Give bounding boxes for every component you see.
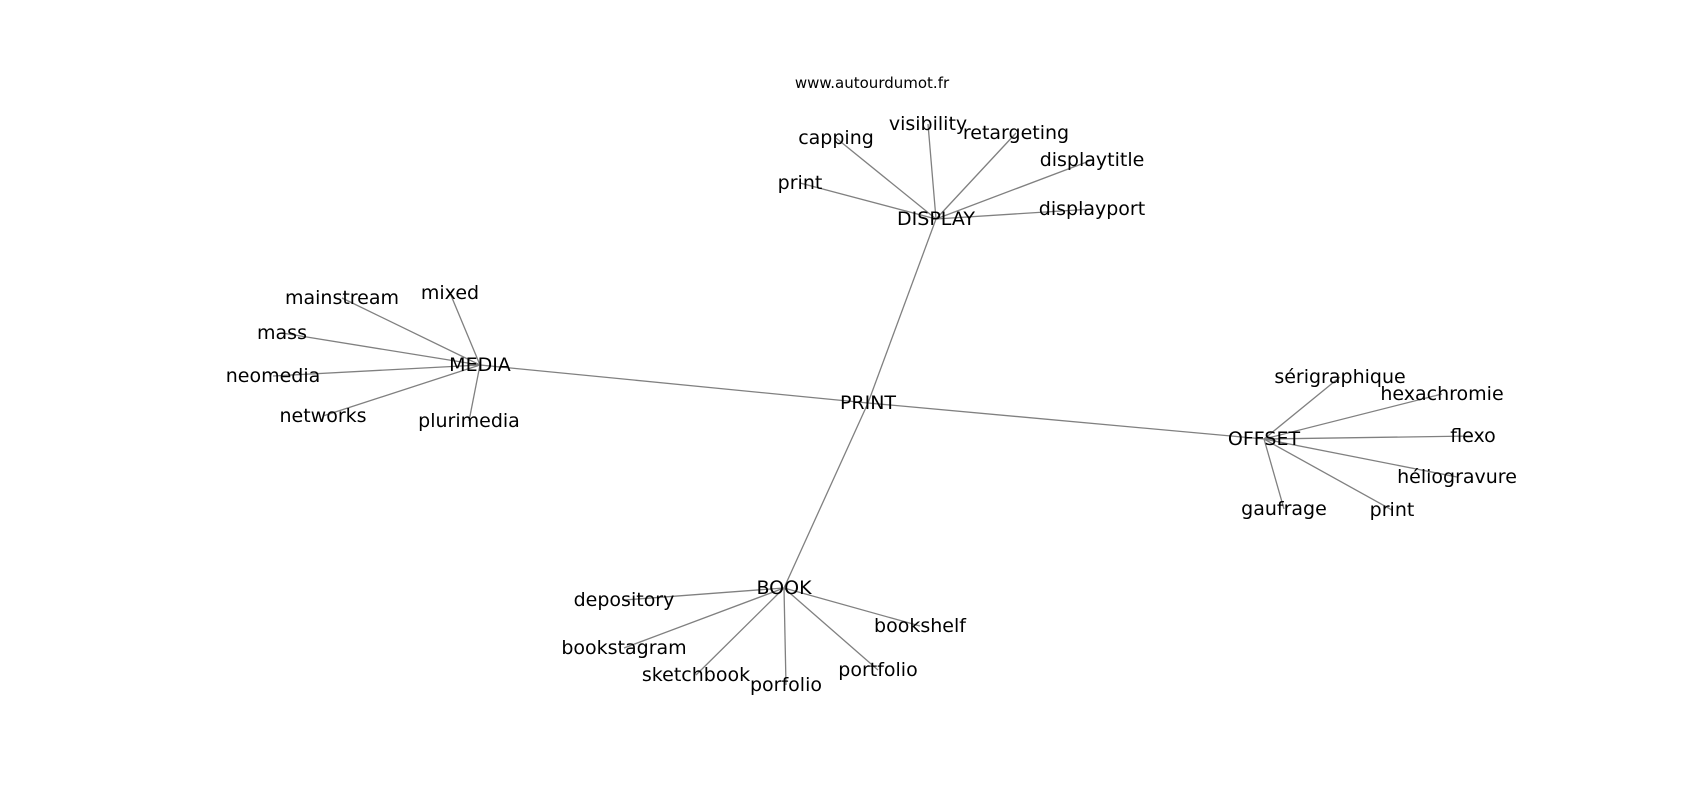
node-media-neomedia[interactable]: neomedia — [226, 365, 321, 387]
edge-media-neomedia — [272, 364, 481, 377]
node-offset-gaufrage[interactable]: gaufrage — [1241, 498, 1327, 520]
node-print[interactable]: PRINT — [840, 392, 896, 414]
edge-offset-serigraphique — [1263, 376, 1341, 440]
edge-media-mixed — [449, 292, 481, 366]
node-offset-print[interactable]: print — [1370, 499, 1415, 521]
edge-book-sketchbook — [695, 587, 785, 676]
node-display[interactable]: DISPLAY — [897, 208, 975, 230]
edges — [272, 123, 1474, 686]
edge-display-capping — [835, 137, 937, 220]
edge-display-visibility — [927, 123, 937, 220]
edge-offset-hexachromie — [1263, 393, 1443, 440]
node-book-sketchbook[interactable]: sketchbook — [642, 664, 750, 686]
edge-book-bookshelf — [783, 587, 921, 627]
node-display-print[interactable]: print — [778, 172, 823, 194]
edge-root-offset — [867, 402, 1265, 440]
edge-media-networks — [322, 364, 481, 417]
node-book-depository[interactable]: depository — [574, 589, 675, 611]
node-display-visibility[interactable]: visibility — [889, 113, 967, 135]
edge-display-displayport — [935, 208, 1093, 220]
node-book-bookshelf[interactable]: bookshelf — [874, 615, 967, 637]
node-offset[interactable]: OFFSET — [1228, 428, 1301, 450]
edge-display-displaytitle — [935, 159, 1093, 220]
node-offset-hexachromie[interactable]: hexachromie — [1380, 383, 1503, 405]
node-book[interactable]: BOOK — [756, 577, 812, 599]
node-book-bookstagram[interactable]: bookstagram — [561, 637, 686, 659]
node-media-mixed[interactable]: mixed — [421, 282, 479, 304]
edge-book-portfolio — [783, 587, 879, 671]
edge-display-retargeting — [935, 132, 1017, 220]
node-media-mainstream[interactable]: mainstream — [285, 287, 399, 309]
node-media-plurimedia[interactable]: plurimedia — [418, 410, 520, 432]
node-offset-heliogravure[interactable]: héliogravure — [1397, 466, 1517, 488]
edge-media-mainstream — [341, 297, 481, 366]
node-book-portfolio[interactable]: portfolio — [838, 659, 917, 681]
edge-offset-heliogravure — [1263, 438, 1458, 478]
edge-display-print — [799, 182, 937, 220]
edge-offset-gaufrage — [1263, 438, 1285, 510]
edge-root-book — [783, 402, 869, 589]
edge-media-mass — [281, 332, 481, 366]
edge-media-plurimedia — [468, 364, 481, 422]
edge-book-bookstagram — [623, 587, 785, 649]
edge-offset-print — [1263, 438, 1393, 511]
node-display-displaytitle[interactable]: displaytitle — [1040, 149, 1145, 171]
edge-book-depository — [623, 587, 785, 601]
node-offset-flexo[interactable]: flexo — [1450, 425, 1496, 447]
node-offset-serigraphique[interactable]: sérigraphique — [1274, 366, 1405, 388]
node-display-displayport[interactable]: displayport — [1039, 198, 1145, 220]
node-media-networks[interactable]: networks — [279, 405, 366, 427]
edge-root-media — [479, 364, 869, 404]
node-media[interactable]: MEDIA — [449, 354, 511, 376]
node-media-mass[interactable]: mass — [257, 322, 307, 344]
site-label: www.autourdumot.fr — [795, 74, 950, 92]
node-labels: PRINT DISPLAY print capping visibilityretarg… — [226, 113, 1517, 696]
node-display-retargeting[interactable]: retargeting — [963, 122, 1069, 144]
edge-book-porfolio — [783, 587, 787, 686]
node-display-capping[interactable]: capping — [798, 127, 874, 149]
node-book-porfolio[interactable]: porfolio — [750, 674, 822, 696]
edge-offset-flexo — [1263, 435, 1474, 440]
edge-root-display — [867, 218, 937, 404]
